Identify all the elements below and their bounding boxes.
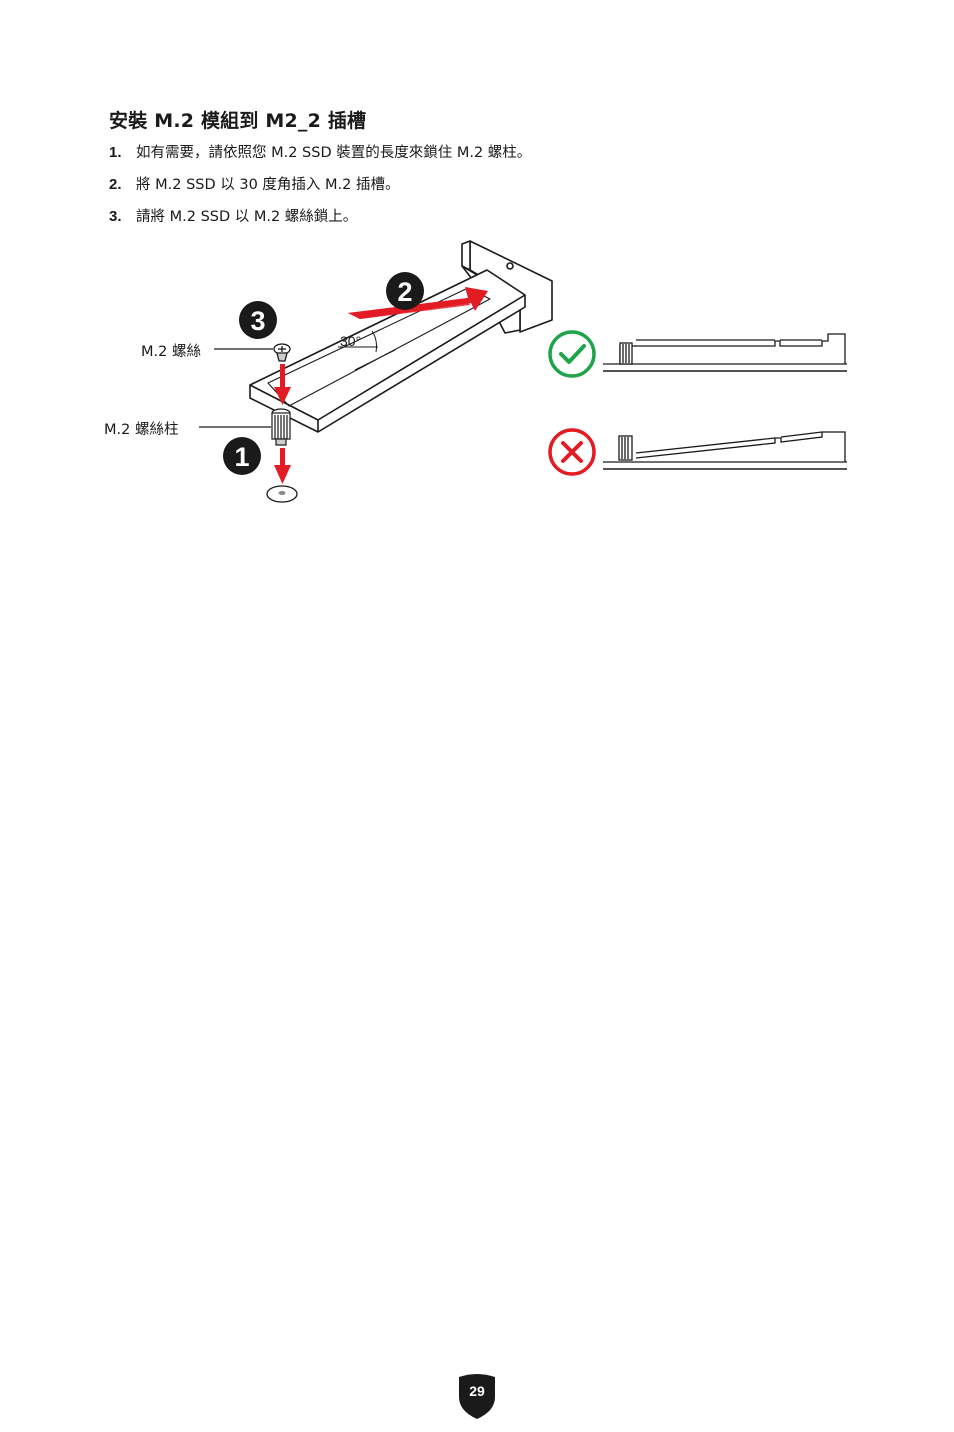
- step-number: 2.: [109, 176, 122, 193]
- wrong-x-icon: [548, 428, 596, 476]
- screw-down-arrow: [274, 364, 291, 405]
- page-number-shield-icon: [459, 1374, 495, 1419]
- step-text: 如有需要，請依照您 M.2 SSD 裝置的長度來鎖住 M.2 螺柱。: [136, 145, 532, 161]
- m2-screw: [273, 343, 291, 362]
- mounting-hole: [266, 485, 298, 503]
- m2-installation-figure: 30° 3 2: [199, 240, 847, 503]
- angle-label: 30°: [340, 333, 361, 349]
- instruction-list: 1. 如有需要，請依照您 M.2 SSD 裝置的長度來鎖住 M.2 螺柱。 2. 將…: [109, 141, 531, 237]
- correct-side-view: [603, 333, 847, 372]
- wrong-side-view: [603, 431, 847, 470]
- step-item: 3. 請將 M.2 SSD 以 M.2 螺絲鎖上。: [109, 205, 531, 237]
- step-number: 1.: [109, 144, 122, 161]
- standoff-down-arrow: [274, 448, 291, 484]
- svg-text:1: 1: [234, 442, 249, 472]
- svg-text:3: 3: [250, 306, 265, 336]
- step-number: 3.: [109, 208, 122, 225]
- step-item: 1. 如有需要，請依照您 M.2 SSD 裝置的長度來鎖住 M.2 螺柱。: [109, 141, 531, 173]
- page-number: 29: [469, 1383, 485, 1399]
- step-text: 請將 M.2 SSD 以 M.2 螺絲鎖上。: [136, 209, 358, 225]
- step-item: 2. 將 M.2 SSD 以 30 度角插入 M.2 插槽。: [109, 173, 531, 205]
- step-badge-1: 1: [223, 437, 261, 475]
- svg-text:2: 2: [397, 277, 412, 307]
- screw-label: M.2 螺絲: [141, 344, 201, 360]
- correct-check-icon: [548, 330, 596, 378]
- standoff-label: M.2 螺絲柱: [104, 422, 179, 438]
- m2-standoff: [271, 408, 291, 446]
- angle-indicator: [338, 330, 378, 353]
- step-badge-3: 3: [239, 301, 277, 339]
- step-badge-2: 2: [386, 272, 424, 310]
- step-text: 將 M.2 SSD 以 30 度角插入 M.2 插槽。: [136, 177, 400, 193]
- section-heading: 安裝 M.2 模組到 M2_2 插槽: [109, 110, 367, 132]
